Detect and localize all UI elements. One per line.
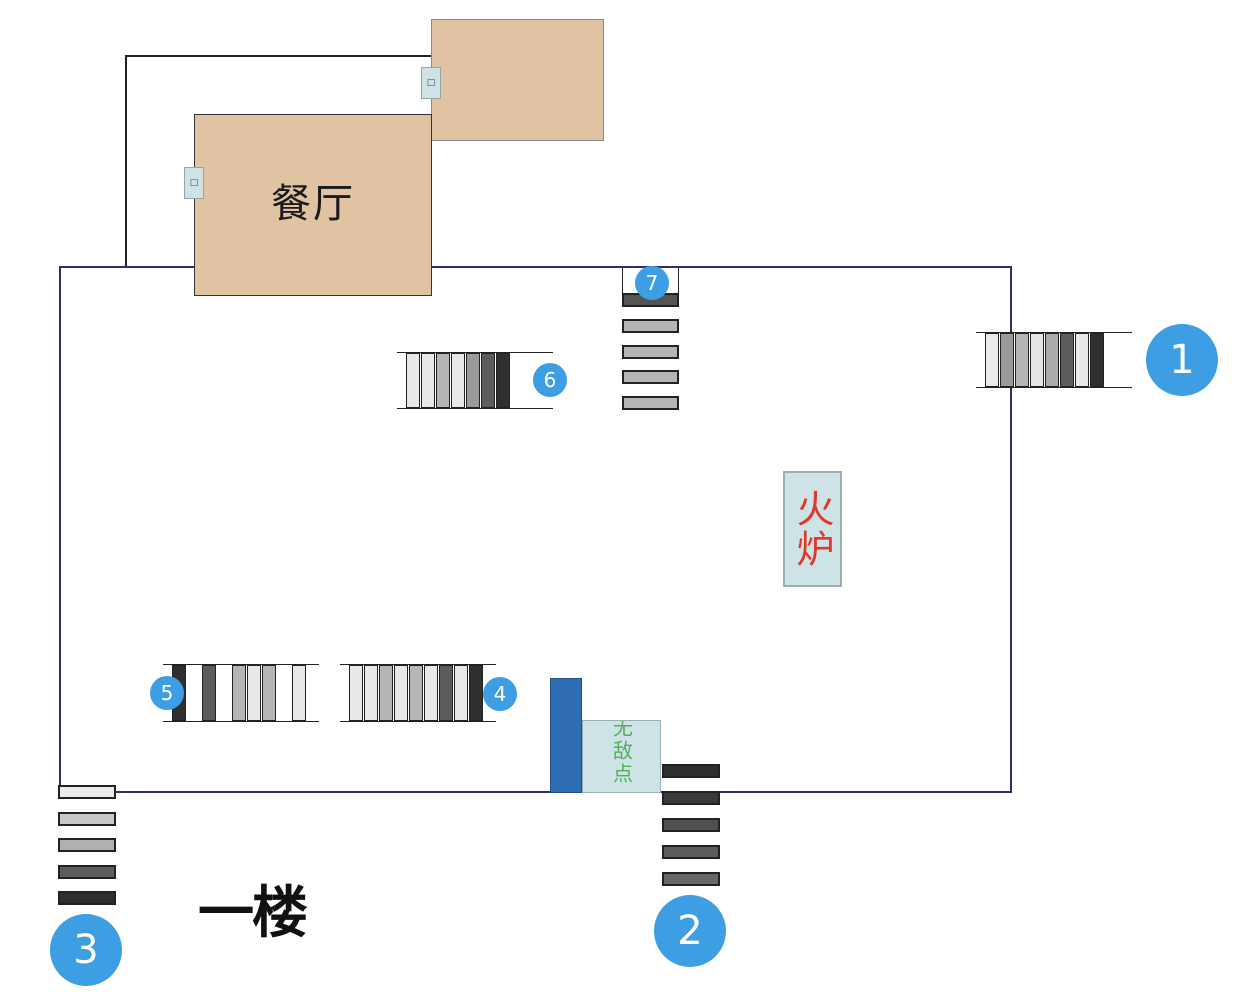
stair-step bbox=[439, 665, 453, 721]
stair-step bbox=[469, 665, 483, 721]
stair-step bbox=[1060, 333, 1074, 387]
invincible-point: 无敌点 bbox=[582, 720, 661, 793]
marker-1: 1 bbox=[1146, 324, 1218, 396]
stair-step bbox=[58, 891, 116, 905]
stair-step bbox=[379, 665, 393, 721]
stair-step bbox=[436, 353, 450, 408]
stair-step bbox=[662, 818, 720, 832]
stairs-7-rail bbox=[622, 268, 679, 294]
stair-step bbox=[451, 353, 465, 408]
stair-step bbox=[202, 665, 216, 721]
stair-step bbox=[364, 665, 378, 721]
dining-room: 餐厅 bbox=[194, 114, 432, 296]
stair-step bbox=[466, 353, 480, 408]
back-room bbox=[431, 19, 604, 141]
stair-step bbox=[622, 318, 679, 333]
stair-step bbox=[262, 665, 276, 721]
stairs-5-icon bbox=[163, 664, 319, 722]
stair-step bbox=[1030, 333, 1044, 387]
stair-step bbox=[58, 785, 116, 799]
furnace-label: 火炉 bbox=[790, 489, 834, 569]
marker-6: 6 bbox=[533, 363, 567, 397]
furnace: 火炉 bbox=[783, 471, 842, 587]
stair-step bbox=[1000, 333, 1014, 387]
stair-step bbox=[662, 791, 720, 805]
stairs-4-icon bbox=[340, 664, 496, 722]
stairs-6-icon bbox=[397, 352, 553, 409]
dining-room-label: 餐厅 bbox=[271, 181, 355, 227]
stair-step bbox=[58, 838, 116, 852]
stair-step bbox=[58, 811, 116, 826]
stair-step bbox=[394, 665, 408, 721]
stairs-1-icon bbox=[976, 332, 1132, 388]
spawn-bar bbox=[550, 678, 582, 793]
stair-step bbox=[985, 333, 999, 387]
floor-label: 一楼 bbox=[198, 880, 308, 946]
stair-step bbox=[1015, 333, 1029, 387]
stair-step bbox=[1045, 333, 1059, 387]
stair-step bbox=[496, 353, 510, 408]
stair-step bbox=[349, 665, 363, 721]
stair-step bbox=[622, 396, 679, 410]
stair-step bbox=[232, 665, 246, 721]
marker-2: 2 bbox=[654, 895, 726, 967]
stair-step bbox=[424, 665, 438, 721]
stair-step bbox=[662, 872, 720, 886]
stair-step bbox=[454, 665, 468, 721]
stair-gap bbox=[187, 665, 201, 721]
stairs-3-icon bbox=[58, 785, 116, 905]
stair-step bbox=[622, 344, 679, 359]
stairs-7-icon bbox=[622, 293, 679, 410]
stair-step bbox=[292, 665, 306, 721]
stair-gap bbox=[277, 665, 291, 721]
marker-3: 3 bbox=[50, 914, 122, 986]
stair-step bbox=[409, 665, 423, 721]
stair-step bbox=[1090, 333, 1104, 387]
stair-step bbox=[622, 370, 679, 385]
stair-step bbox=[406, 353, 420, 408]
stair-step bbox=[481, 353, 495, 408]
stairs-2-icon bbox=[662, 764, 720, 886]
stair-step bbox=[421, 353, 435, 408]
connector-line bbox=[125, 55, 431, 267]
stair-step bbox=[247, 665, 261, 721]
back-room-door-icon: □ bbox=[421, 67, 441, 99]
dining-door-icon: □ bbox=[184, 167, 204, 199]
main-hall bbox=[59, 266, 1012, 793]
marker-5: 5 bbox=[150, 676, 184, 710]
stair-step bbox=[1075, 333, 1089, 387]
invincible-point-label: 无敌点 bbox=[609, 720, 634, 786]
stair-step bbox=[662, 764, 720, 778]
stair-step bbox=[58, 864, 116, 879]
marker-7: 7 bbox=[635, 266, 669, 300]
stair-gap bbox=[217, 665, 231, 721]
stair-step bbox=[662, 845, 720, 859]
marker-4: 4 bbox=[483, 677, 517, 711]
